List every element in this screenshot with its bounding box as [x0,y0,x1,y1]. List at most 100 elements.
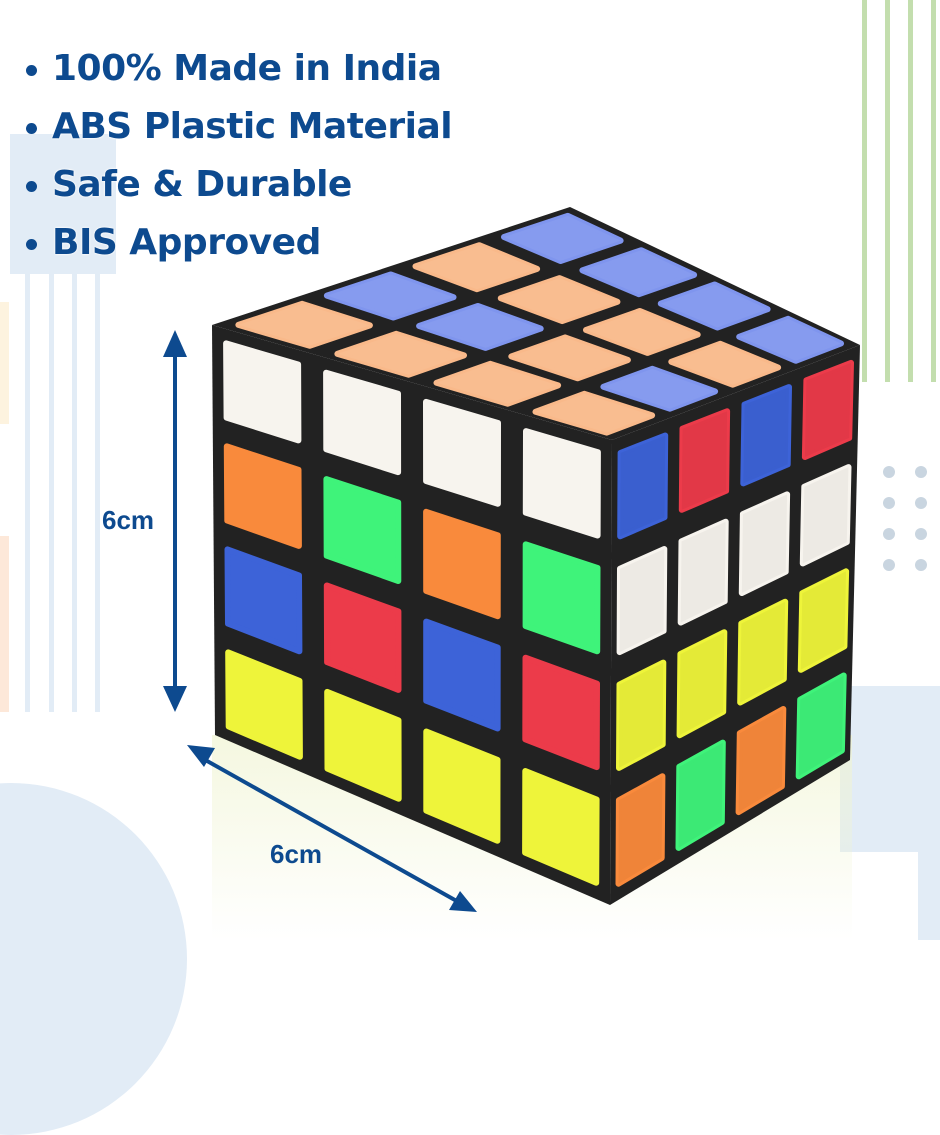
sticker-shade [620,435,666,537]
feature-label: 100% Made in India [52,48,442,89]
sticker-shade [802,467,849,564]
sticker-shade [798,675,844,777]
cube-sticker [223,443,302,549]
cube-sticker [416,303,544,351]
cube-sticker [797,568,850,673]
sticker-shade [660,284,768,328]
cube-sticker [740,384,792,487]
cube-sticker [583,308,701,356]
cube-sticker [799,464,852,567]
feature-label: BIS Approved [52,222,321,263]
cube-sticker [501,212,624,264]
sticker-shade [337,333,464,375]
cube-sticker [675,739,726,851]
cube-top-face [212,207,860,440]
cube-sticker [678,408,731,513]
bg-blue-rect-top-left [10,134,116,274]
sticker-shade [511,337,628,379]
cube-sticker [735,706,787,816]
sticker-shade [415,245,538,290]
cube-sticker [223,340,302,444]
sticker-shade [681,411,728,510]
bullet-icon [26,239,37,250]
cube-sticker [616,659,667,771]
bg-blue-line [25,274,30,712]
sticker-shade [679,632,725,736]
cube-sticker [224,546,303,655]
feature-list: 100% Made in India ABS Plastic Material … [22,40,453,272]
bg-blue-line [49,274,54,712]
cube-sticker [324,688,402,802]
cube-sticker [225,649,303,760]
cube-sticker [323,582,402,693]
bg-green-line [931,0,936,382]
sticker-shade [619,662,664,768]
sticker-shade [504,215,621,261]
cube-sticker [676,629,728,739]
bullet-icon [26,65,37,76]
depth-label: 6cm [270,839,323,869]
bg-dot [915,528,927,540]
cube-sticker [522,541,601,655]
cube-sticker [423,398,501,507]
bg-blue-block-bottom-right [918,852,940,940]
cube-sticker [615,773,666,887]
feature-item: Safe & Durable [22,156,452,214]
sticker-shade [586,311,698,353]
cube-sticker [433,360,562,407]
cube-sticker [795,672,847,780]
sticker-shade [603,368,716,409]
sticker-shade [738,709,784,813]
bg-dot [883,466,895,478]
sticker-shade [326,274,454,318]
cube-sticker [508,334,631,382]
sticker-shade [743,387,789,484]
cube-sticker [423,508,501,620]
bg-dot [915,466,927,478]
sticker-shade [739,318,841,361]
feature-item: ABS Plastic Material [22,98,453,156]
bg-dot [883,559,895,571]
cube-sticker [323,369,402,476]
sticker-shade [500,278,618,322]
cube-sticker [738,491,791,596]
sticker-shade [740,601,786,703]
feature-item: 100% Made in India [22,40,452,98]
cube-sticker [522,428,601,539]
cube-sticker [677,518,729,626]
cube-sticker [657,281,771,331]
height-label: 6cm [102,505,155,535]
cube-sticker [668,340,782,388]
height-dimension-arrow [163,330,187,712]
sticker-shade [238,303,370,346]
sticker-shade [680,521,726,623]
cube-right-face [610,345,860,905]
cube-sticker [737,598,789,706]
sticker-shade [678,742,723,848]
bg-dot [883,497,895,509]
bg-dot [883,528,895,540]
cube-sticker [497,275,621,325]
cube-sticker [334,330,467,378]
sticker-shade [804,362,851,457]
cube-sticker [736,315,844,364]
depth-dimension-arrow [187,745,477,912]
bullet-icon [26,123,37,134]
cube-sticker [600,365,719,412]
cube-sticker [423,728,501,844]
bg-dot [915,497,927,509]
cube-sticker [235,300,373,349]
bg-cream-bar [0,302,9,424]
sticker-shade [671,343,779,385]
feature-item: BIS Approved [22,214,452,272]
bg-blue-line [72,274,77,712]
cube-sticker [801,359,854,460]
rubiks-cube [212,207,860,905]
sticker-shade [436,363,559,404]
cube-sticker [323,476,402,584]
feature-label: ABS Plastic Material [52,106,453,147]
bg-dot [915,559,927,571]
sticker-shade [618,776,663,884]
bg-green-line [885,0,890,382]
